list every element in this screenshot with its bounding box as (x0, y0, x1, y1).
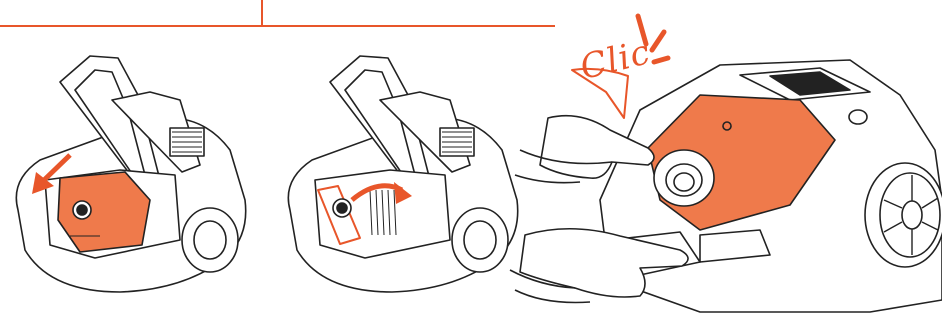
clic-callout (571, 13, 671, 119)
step-3-close-lid (509, 59, 942, 313)
step-1-insert-bag (15, 55, 247, 293)
header-divider (0, 0, 555, 27)
step-2-rotate-bag (287, 55, 519, 293)
impact-marks (635, 13, 671, 65)
